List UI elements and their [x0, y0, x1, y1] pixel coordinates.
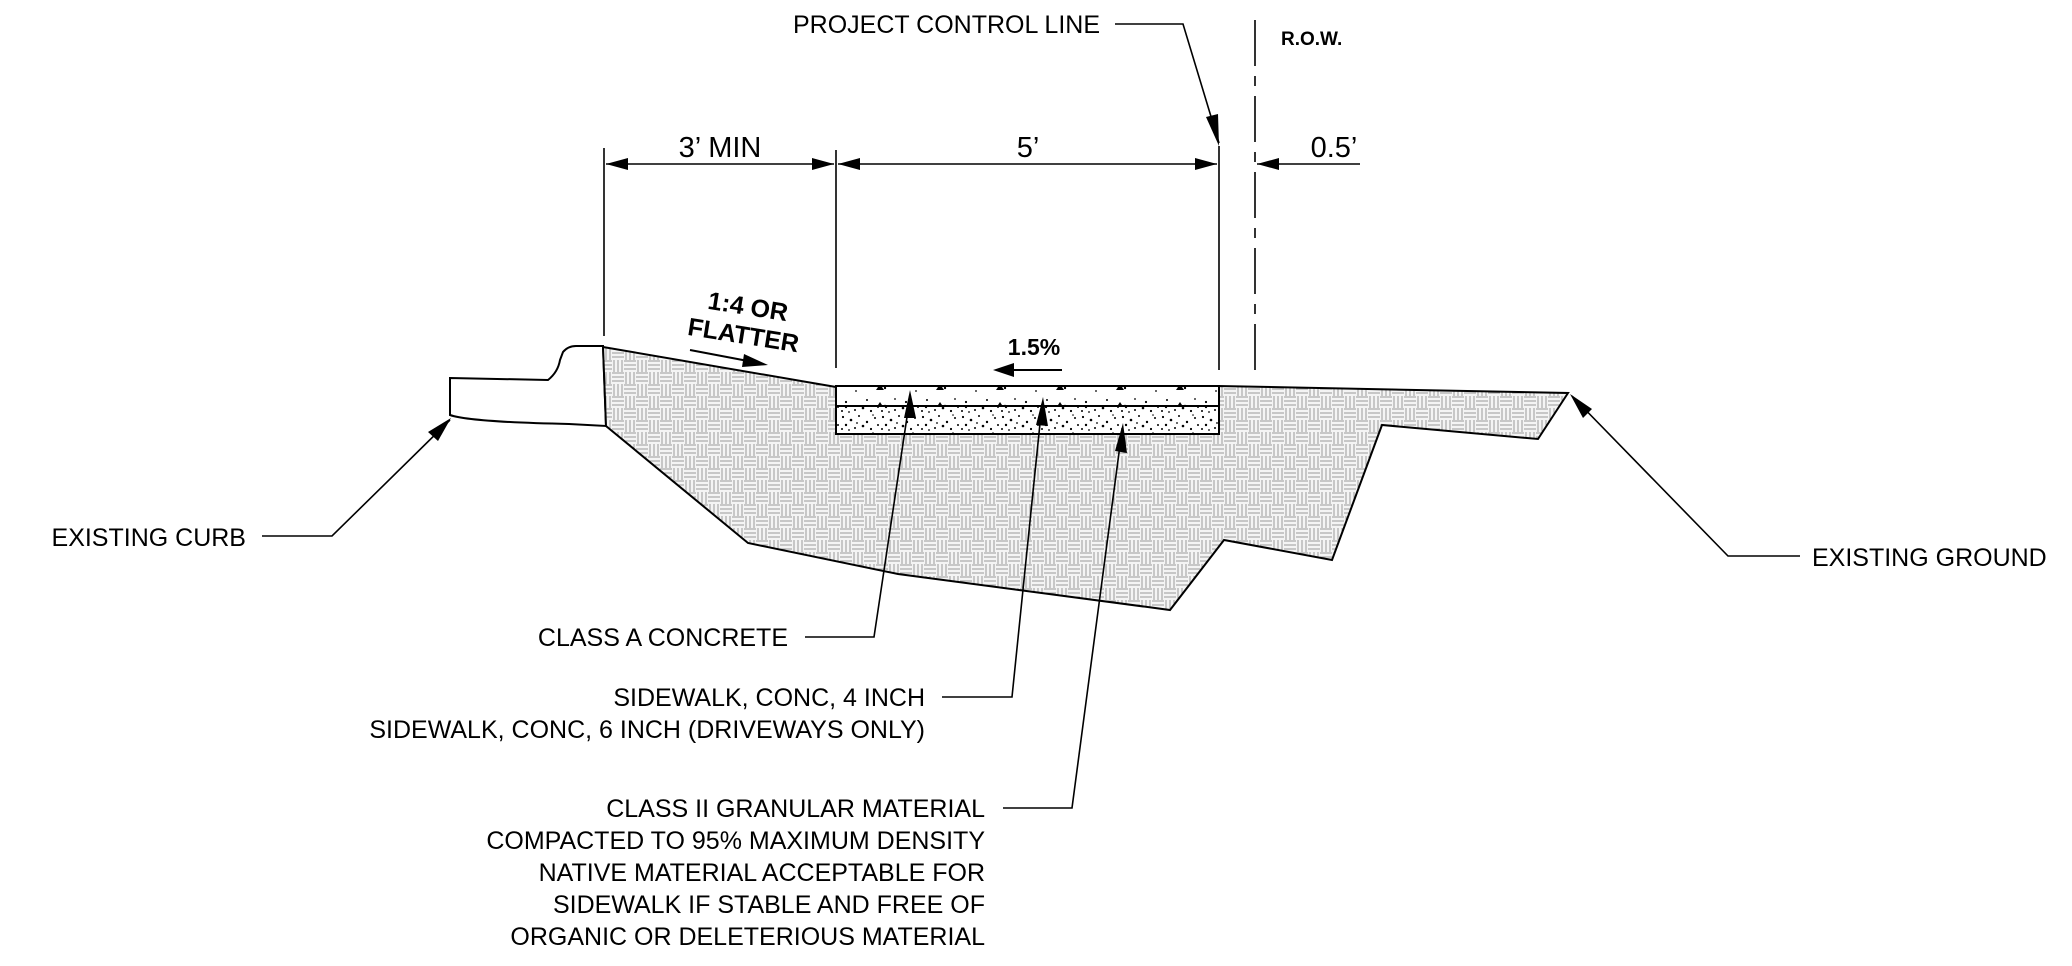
existing-ground-leader [1571, 395, 1800, 557]
leader-arrow [1570, 394, 1592, 418]
project-control-line-label: PROJECT CONTROL LINE [793, 11, 1100, 39]
existing-curb-outline [449, 345, 608, 428]
dimension-arrow [812, 158, 834, 170]
granular-label-line-3: NATIVE MATERIAL ACCEPTABLE FOR [539, 859, 985, 887]
leader-arrow [1206, 114, 1219, 146]
sidewalk-label-line-2: SIDEWALK, CONC, 6 INCH (DRIVEWAYS ONLY) [369, 716, 925, 744]
leader-arrow [428, 418, 451, 441]
cross-slope-label: 1.5% [1008, 334, 1060, 360]
cross-slope-arrow-head [993, 363, 1014, 377]
granular-material-leader [1003, 429, 1123, 809]
dimension-arrow [1195, 158, 1217, 170]
dimension-label-right: 0.5’ [1311, 132, 1358, 164]
dimension-label-left: 3’ MIN [679, 132, 762, 164]
granular-label-line-5: ORGANIC OR DELETERIOUS MATERIAL [510, 923, 985, 951]
leader-arrow [1115, 423, 1127, 453]
side-slope-label: 1:4 OR FLATTER [686, 287, 801, 358]
leader-arrow [904, 390, 916, 418]
right-of-way-label: R.O.W. [1281, 29, 1342, 50]
sidewalk-leader [942, 403, 1043, 698]
dimension-arrow [1257, 158, 1279, 170]
sidewalk-label-line-1: SIDEWALK, CONC, 4 INCH [613, 684, 925, 712]
leader-arrow [1036, 397, 1048, 426]
dimension-arrow [606, 158, 628, 170]
existing-ground-label: EXISTING GROUND [1812, 544, 2047, 572]
project-control-line-leader [1115, 23, 1220, 144]
dimension-label-middle: 5’ [1017, 132, 1040, 164]
existing-curb-label: EXISTING CURB [52, 524, 246, 552]
granular-label-line-4: SIDEWALK IF STABLE AND FREE OF [553, 891, 985, 919]
sidewalk-slab [836, 386, 1219, 406]
class-a-concrete-leader [805, 396, 911, 638]
side-slope-arrow-head [742, 354, 768, 367]
existing-curb-leader [262, 419, 451, 537]
sidewalk-outline [835, 385, 1220, 435]
class-a-concrete-label: CLASS A CONCRETE [538, 624, 788, 652]
granular-label-line-1: CLASS II GRANULAR MATERIAL [606, 795, 985, 823]
granular-label-line-2: COMPACTED TO 95% MAXIMUM DENSITY [486, 827, 985, 855]
dimension-arrow [838, 158, 860, 170]
side-slope-arrow-line [689, 349, 749, 362]
